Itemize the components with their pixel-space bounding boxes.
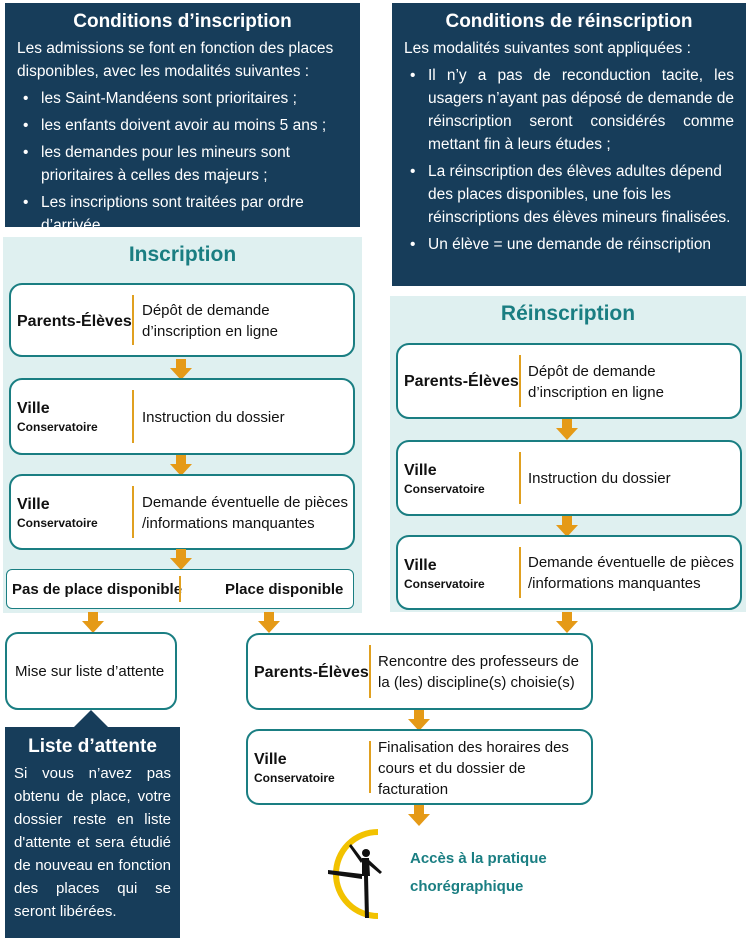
conditions-reinscription-list: Il n’y a pas de reconduction tacite, les… — [404, 64, 734, 256]
step-divider — [132, 486, 134, 538]
step-actor-sub: Conservatoire — [404, 577, 485, 591]
step-actor: Ville — [17, 400, 50, 417]
arrow-down-icon — [556, 419, 578, 441]
step-actor-sub: Conservatoire — [254, 771, 335, 785]
step-actor: Parents-Élèves — [254, 664, 369, 681]
place-availability-box: Pas de place disponible Place disponible — [6, 569, 354, 609]
step-actor: Ville — [254, 751, 287, 768]
step-text: Rencontre des professeurs de la (les) di… — [378, 653, 579, 691]
step-divider — [519, 452, 521, 504]
list-item: les Saint-Mandéens sont prioritaires ; — [17, 87, 348, 110]
step-divider — [519, 355, 521, 407]
access-line-2: chorégraphique — [410, 878, 524, 895]
step-actor: Ville — [404, 557, 437, 574]
conditions-inscription-intro: Les admissions se font en fonction des p… — [17, 40, 334, 80]
arrow-down-icon — [258, 612, 280, 634]
reinscription-step-3: Ville Conservatoire Demande éventuelle d… — [396, 535, 742, 610]
inscription-step-3: Ville Conservatoire Demande éventuelle d… — [9, 474, 355, 550]
waitlist-box: Mise sur liste d’attente — [5, 632, 177, 710]
conditions-reinscription-panel: Conditions de réinscription Les modalité… — [392, 3, 746, 286]
reinscription-title: Réinscription — [500, 302, 636, 325]
list-item: La réinscription des élèves adultes dépe… — [404, 160, 734, 229]
step-text: Instruction du dossier — [142, 409, 285, 426]
waitlist-box-text: Mise sur liste d’attente — [15, 663, 165, 680]
list-item: Les inscriptions sont traitées par ordre… — [17, 191, 348, 237]
list-item: les enfants doivent avoir au moins 5 ans… — [17, 114, 348, 137]
waitlist-callout-pointer — [73, 710, 109, 728]
arrow-down-icon — [556, 612, 578, 634]
inscription-step-2: Ville Conservatoire Instruction du dossi… — [9, 378, 355, 455]
inscription-title: Inscription — [128, 243, 237, 266]
step-actor-sub: Conservatoire — [404, 482, 485, 496]
step-divider — [132, 295, 134, 345]
access-line-1: Accès à la pratique — [410, 850, 547, 867]
arrow-down-icon — [408, 710, 430, 732]
conditions-inscription-panel: Conditions d’inscription Les admissions … — [5, 3, 360, 234]
step-actor: Ville — [404, 462, 437, 479]
step-text: Dépôt de demande d’inscription en ligne — [142, 302, 278, 340]
arrow-down-icon — [556, 516, 578, 538]
step-text: Finalisation des horaires des cours et d… — [378, 739, 569, 798]
conditions-inscription-list: les Saint-Mandéens sont prioritaires ; l… — [17, 87, 348, 237]
arrow-down-icon — [170, 359, 192, 381]
inscription-step-1: Parents-Élèves Dépôt de demande d’inscri… — [9, 283, 355, 357]
place-label: Place disponible — [225, 581, 344, 598]
step-text: Demande éventuelle de pièces /informatio… — [528, 554, 734, 592]
final-step-2: Ville Conservatoire Finalisation des hor… — [246, 729, 593, 805]
step-actor: Parents-Élèves — [17, 313, 132, 330]
final-step-1: Parents-Élèves Rencontre des professeurs… — [246, 633, 593, 710]
conditions-reinscription-title: Conditions de réinscription — [445, 11, 693, 32]
arrow-down-icon — [170, 455, 192, 477]
dancer-icon — [328, 829, 382, 919]
list-item: les demandes pour les mineurs sont prior… — [17, 141, 348, 187]
step-actor-sub: Conservatoire — [17, 516, 98, 530]
list-item: Un élève = une demande de réinscription — [404, 233, 734, 256]
arrow-down-icon — [170, 549, 192, 571]
waitlist-text: Si vous n’avez pas obtenu de place, votr… — [14, 765, 171, 920]
no-place-label: Pas de place disponible — [12, 581, 183, 598]
step-divider — [519, 547, 521, 598]
arrow-down-icon — [408, 805, 430, 827]
reinscription-step-2: Ville Conservatoire Instruction du dossi… — [396, 440, 742, 516]
step-text: Demande éventuelle de pièces /informatio… — [142, 494, 348, 532]
conditions-reinscription-intro: Les modalités suivantes sont appliquées … — [404, 40, 691, 57]
step-divider — [132, 390, 134, 443]
step-actor: Parents-Élèves — [404, 373, 519, 390]
place-divider — [179, 576, 181, 602]
waitlist-title: Liste d’attente — [28, 736, 157, 757]
step-divider — [369, 645, 371, 698]
step-actor-sub: Conservatoire — [17, 420, 98, 434]
step-actor: Ville — [17, 496, 50, 513]
step-divider — [369, 741, 371, 793]
step-text: Dépôt de demande d’inscription en ligne — [528, 363, 664, 401]
waitlist-callout: Liste d’attente Si vous n’avez pas obten… — [5, 727, 180, 938]
reinscription-step-1: Parents-Élèves Dépôt de demande d’inscri… — [396, 343, 742, 419]
list-item: Il n’y a pas de reconduction tacite, les… — [404, 64, 734, 156]
arrow-down-icon — [82, 612, 104, 634]
conditions-inscription-title: Conditions d’inscription — [73, 11, 292, 32]
step-text: Instruction du dossier — [528, 470, 671, 487]
